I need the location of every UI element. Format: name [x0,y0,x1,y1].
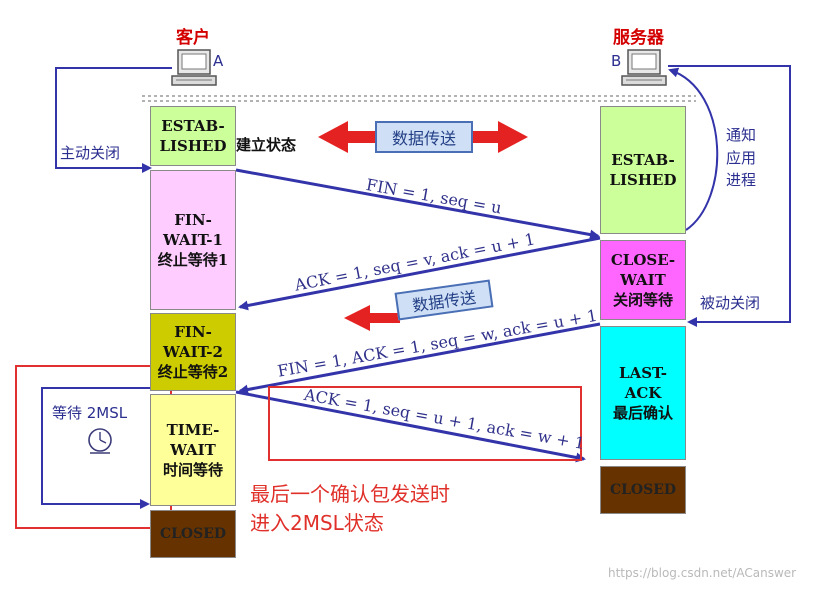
client-computer-icon [171,49,217,86]
data-transfer-double-arrow [318,121,528,153]
server-title: 服务器 [613,28,664,48]
client-state-closed: CLOSED [150,510,236,558]
active-close-arrow [55,67,172,173]
server-state-closed: CLOSED [600,466,686,514]
server-state-close-wait: CLOSE-WAIT 关闭等待 [600,240,686,320]
ack2-arrow [235,390,586,463]
watermark: https://blog.csdn.net/ACanswer [608,566,797,580]
wait-2msl-label: 等待 2MSL [52,404,128,422]
ack1-arrow [238,236,601,311]
data-transfer-pill-1: 数据传送 [375,121,473,153]
server-state-established: ESTAB- LISHED [600,106,686,234]
active-close-label: 主动关闭 [60,144,121,162]
final-ack-highlight [268,386,582,461]
fin2-arrow [238,322,601,395]
notify-app-label: 通知 应用 进程 [726,126,757,189]
server-computer-icon [621,49,667,86]
client-state-time-wait: TIME-WAIT 时间等待 [150,394,236,506]
client-state-established: ESTAB- LISHED [150,106,236,166]
passive-close-label: 被动关闭 [700,294,761,312]
passive-close-arrow [668,65,791,327]
clock-icon [88,428,112,454]
server-letter: B [611,52,622,70]
data-transfer-left-arrow [344,305,400,331]
server-state-last-ack: LAST-ACK 最后确认 [600,326,686,460]
2msl-annotation: 最后一个确认包发送时 进入2MSL状态 [250,482,450,535]
client-letter: A [213,52,224,70]
established-cn-label: 建立状态 [236,136,297,154]
wait-2msl-arrow [41,387,150,509]
client-title: 客户 [176,28,210,48]
notify-app-arrow [668,67,719,231]
fin1-arrow [235,168,600,240]
client-state-fin-wait-1: FIN-WAIT-1 终止等待1 [150,170,236,310]
client-state-fin-wait-2: FIN-WAIT-2 终止等待2 [150,313,236,391]
